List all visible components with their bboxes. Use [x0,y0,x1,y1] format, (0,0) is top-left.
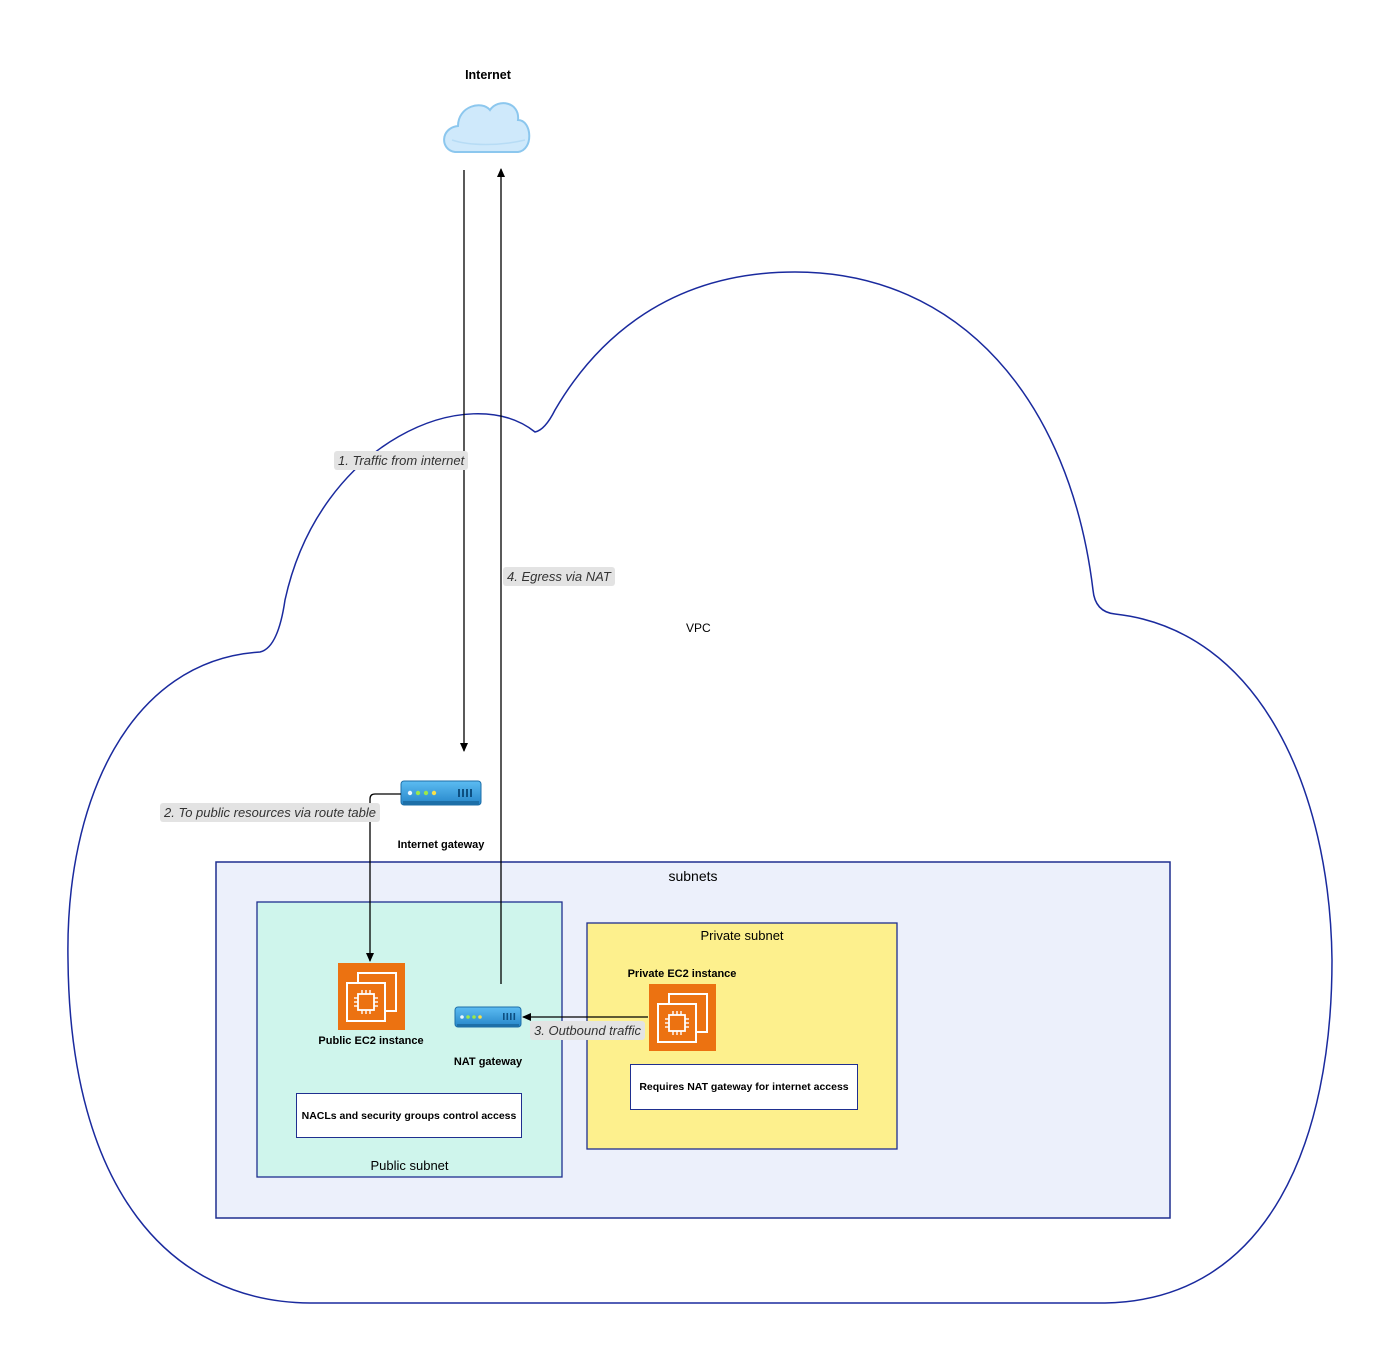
public-ec2-label: Public EC2 instance [318,1035,424,1047]
vpc-cloud-boundary [67,271,1333,1304]
private-ec2-icon [649,984,716,1051]
edge-label-outbound-traffic: 3. Outbound traffic [530,1021,645,1040]
public-ec2-icon [338,963,405,1030]
edge-label-traffic-from-internet: 1. Traffic from internet [334,451,469,470]
private-ec2-label: Private EC2 instance [627,968,737,980]
edge-label-egress-via-nat: 4. Egress via NAT [503,567,615,586]
edge-label-to-public-resources: 2. To public resources via route table [160,803,380,822]
internet-cloud-icon [443,102,531,153]
internet-gateway-label: Internet gateway [397,839,485,851]
public-subnet-note: NACLs and security groups control access [296,1093,522,1138]
private-subnet-note: Requires NAT gateway for internet access [630,1064,858,1110]
internet-gateway-icon [400,780,482,806]
public-subnet-label: Public subnet [370,1158,449,1173]
nat-gateway-icon [454,1006,522,1028]
nat-gateway-label: NAT gateway [453,1056,523,1068]
subnets-label: subnets [668,868,718,884]
edge-igw-to-public-ec2 [366,793,401,962]
internet-label: Internet [465,68,511,82]
vpc-label: VPC [686,621,711,635]
private-subnet-label: Private subnet [700,928,784,943]
